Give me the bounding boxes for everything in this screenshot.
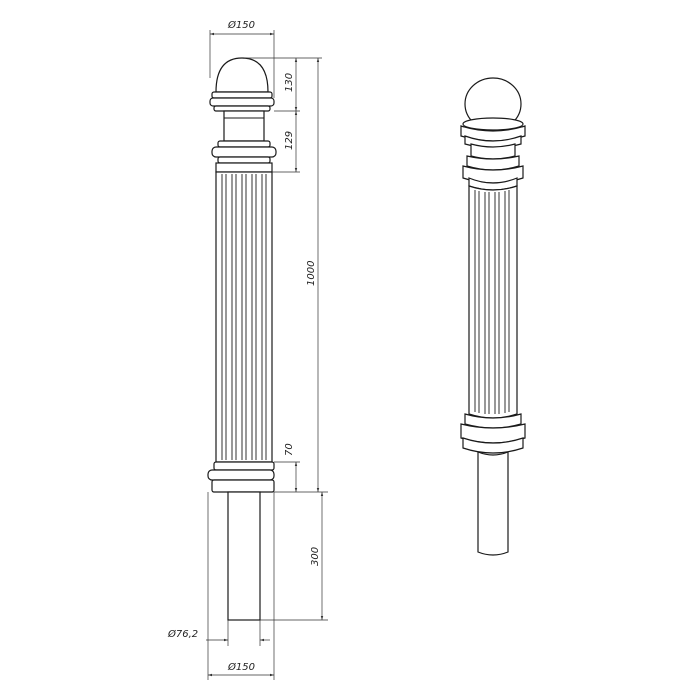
- bollard-front-view: [207, 57, 277, 621]
- dim-pipe-length: 300: [310, 547, 321, 566]
- dimension-lines: Ø150 130 129 1000 70 300 Ø76,2 Ø15: [167, 19, 328, 680]
- fluted-shaft: [215, 171, 273, 463]
- persp-cap-ring-1: [462, 117, 524, 131]
- cap-dome: [215, 57, 269, 93]
- persp-flutes: [474, 190, 510, 414]
- neck: [223, 110, 265, 142]
- flutes: [221, 174, 267, 460]
- dim-total-height: 1000: [306, 261, 317, 286]
- collar-top: [217, 140, 271, 148]
- cap-ring-top: [211, 91, 273, 99]
- persp-pipe: [477, 451, 509, 556]
- base-collar-bottom: [211, 479, 275, 493]
- base-collar-mid: [207, 469, 275, 481]
- base-collar-top: [213, 461, 275, 471]
- cap-ring-mid: [209, 97, 275, 107]
- dim-pipe-diameter: Ø76,2: [167, 628, 198, 640]
- dim-top-diameter: Ø150: [227, 19, 255, 31]
- dim-base-collar-height: 70: [284, 443, 295, 456]
- dim-bottom-diameter: Ø150: [227, 661, 255, 673]
- persp-shaft: [468, 185, 518, 419]
- collar-bottom: [217, 156, 271, 164]
- cap-ring-bottom: [213, 105, 271, 112]
- dim-cap-height: 130: [284, 73, 295, 92]
- collar-base: [215, 162, 273, 173]
- collar-mid: [211, 146, 277, 158]
- pipe: [227, 491, 261, 621]
- bollard-perspective-view: [460, 77, 526, 556]
- dim-collar-height: 129: [284, 131, 295, 150]
